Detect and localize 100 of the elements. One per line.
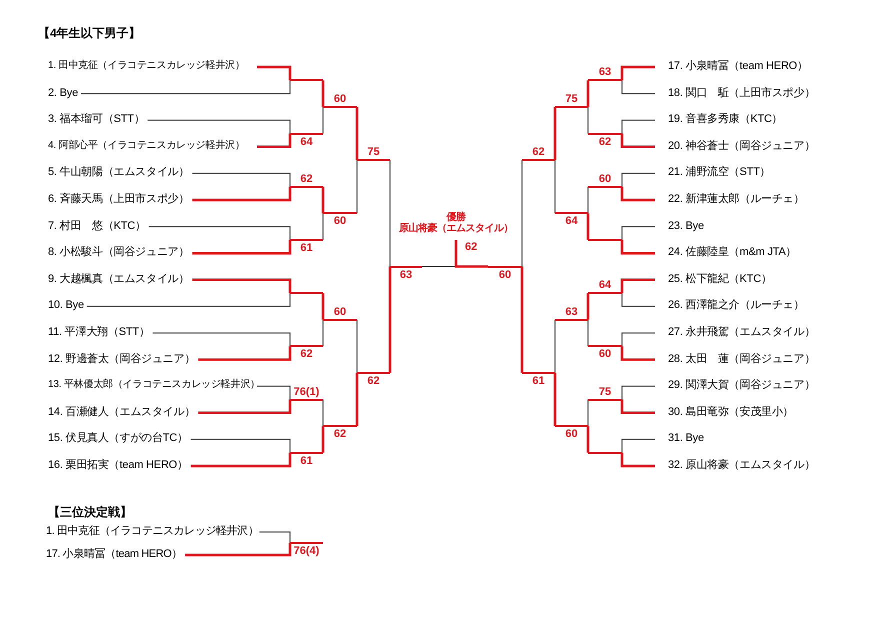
bracket-line (192, 186, 292, 202)
match-score-line: 60 (323, 304, 357, 321)
player-name: 6. 斉藤天馬（上田市スポ少） (48, 191, 190, 207)
match-score-line: 64 (290, 132, 323, 148)
match-score-line: 63 (555, 304, 588, 321)
player-name: 3. 福本瑠可（STT） (48, 111, 145, 128)
match-score-line: 60 (323, 92, 357, 108)
bracket-line (192, 240, 292, 254)
bracket-line (86, 292, 290, 307)
match-score-line: 60 (588, 345, 622, 362)
player-name: 11. 平澤大翔（STT） (48, 324, 150, 340)
match-score-line: 61 (522, 372, 555, 388)
bracket-line (554, 319, 556, 374)
bracket-line (586, 292, 590, 320)
bracket-line (290, 292, 323, 294)
bracket-line (586, 426, 590, 454)
bracket-line (147, 120, 290, 134)
match-score-line: 64 (555, 212, 588, 228)
match-score-line: 63 (390, 266, 422, 282)
bracket-line (356, 160, 358, 214)
bracket-line (588, 452, 622, 454)
final-score: 62 (465, 242, 478, 253)
player-name: 24. 佐藤陸皇（m&m JTA） (668, 244, 796, 260)
bracket-line (190, 438, 290, 454)
champion-heading: 優勝 (446, 212, 466, 223)
match-score-line: 62 (290, 172, 323, 188)
match-score-line: 61 (290, 452, 323, 468)
player-name: 31. Bye (668, 430, 704, 446)
match-score-line: 76(4) (290, 542, 323, 558)
bracket-line (520, 266, 524, 374)
champion-name: 原山将豪（エムスタイル） (399, 223, 513, 234)
bracket-line (258, 532, 290, 544)
match-score-line: 60 (488, 266, 522, 282)
player-name: 15. 伏見真人（すがの台TC） (48, 430, 188, 446)
player-name: 20. 神谷蒼士（岡谷ジュニア） (668, 138, 816, 154)
bracket-line (322, 292, 324, 320)
bracket-line (322, 319, 324, 347)
player-name: 8. 小松駿斗（岡谷ジュニア） (48, 244, 190, 260)
player-name: 9. 大越楓真（エムスタイル） (48, 270, 190, 287)
bracket-line (256, 386, 290, 400)
match-score-line: 60 (588, 172, 622, 188)
match-score-line: 76(1) (290, 384, 323, 400)
player-name: 14. 百瀬健人（エムスタイル） (48, 404, 196, 420)
player-name: 1. 田中克征（イラコテニスカレッジ軽井沢） (46, 523, 258, 539)
player-name: 27. 永井飛駕（エムスタイル） (668, 324, 816, 340)
bracket-line (322, 106, 324, 134)
bracket-line (356, 319, 358, 374)
bracket-line (322, 426, 324, 454)
player-name: 23. Bye (668, 218, 704, 234)
bracket-line (322, 399, 324, 427)
match-score-line: 64 (588, 278, 622, 294)
player-name: 17. 小泉晴冨（team HERO） (668, 58, 808, 74)
bracket-line (554, 160, 556, 214)
bracket-line (80, 80, 290, 94)
player-name: 26. 西澤龍之介（ルーチェ） (668, 297, 804, 314)
match-score-line: 75 (357, 145, 390, 162)
player-name: 10. Bye (48, 297, 84, 314)
bracket-line (192, 278, 292, 294)
player-name: 12. 野邊蒼太（岡谷ジュニア） (48, 350, 196, 367)
bracket-line (185, 543, 292, 556)
match-score-line: 62 (522, 145, 555, 162)
bracket-line (322, 79, 324, 107)
match-score-line: 61 (290, 238, 323, 255)
player-name: 1. 田中克征（イラコテニスカレッジ軽井沢） (48, 58, 245, 74)
bracket-line (148, 226, 290, 240)
match-score-line: 63 (588, 65, 622, 82)
bracket-line (322, 185, 324, 214)
player-name: 17. 小泉晴冨（team HERO） (46, 546, 182, 562)
player-name: 28. 太田 蓮（岡谷ジュニア） (668, 350, 816, 367)
player-name: 22. 新津蓮太郎（ルーチェ） (668, 191, 804, 207)
match-score-line: 75 (588, 384, 622, 400)
bracket-line (356, 372, 358, 428)
section-heading: 【三位決定戦】 (48, 504, 132, 521)
player-name: 21. 浦野流空（STT） (668, 164, 771, 180)
match-score-line: 62 (323, 425, 357, 442)
bracket-line (388, 266, 392, 374)
bracket-line (588, 238, 622, 241)
player-name: 7. 村田 悠（KTC） (48, 218, 146, 234)
match-score-line: 62 (290, 345, 323, 362)
bracket-line (198, 346, 292, 361)
player-name: 18. 関口 駈（上田市スポ少） (668, 84, 816, 101)
player-name: 16. 栗田拓実（team HERO） (48, 457, 188, 473)
player-name: 13. 平林優太郎（イラコテニスカレッジ軽井沢） (48, 377, 260, 394)
player-name: 4. 阿部心平（イラコテニスカレッジ軽井沢） (48, 138, 245, 154)
bracket-line (192, 172, 290, 188)
bracket-line (586, 213, 590, 242)
bracket-line (290, 79, 323, 82)
player-name: 32. 原山将豪（エムスタイル） (668, 457, 816, 473)
bracket-line (356, 106, 358, 160)
match-score-line: 62 (357, 372, 390, 388)
bracket-line (454, 240, 488, 268)
match-score-line: 60 (323, 212, 357, 228)
player-name: 19. 音喜多秀康（KTC） (668, 111, 783, 128)
bracket-line (586, 79, 590, 107)
title: 【4年生以下男子】 (38, 25, 141, 42)
player-name: 2. Bye (48, 84, 78, 101)
player-name: 29. 関澤大賀（岡谷ジュニア） (668, 377, 816, 394)
bracket-line (198, 400, 292, 414)
match-score-line: 60 (555, 425, 588, 442)
player-name: 25. 松下龍紀（KTC） (668, 270, 772, 287)
